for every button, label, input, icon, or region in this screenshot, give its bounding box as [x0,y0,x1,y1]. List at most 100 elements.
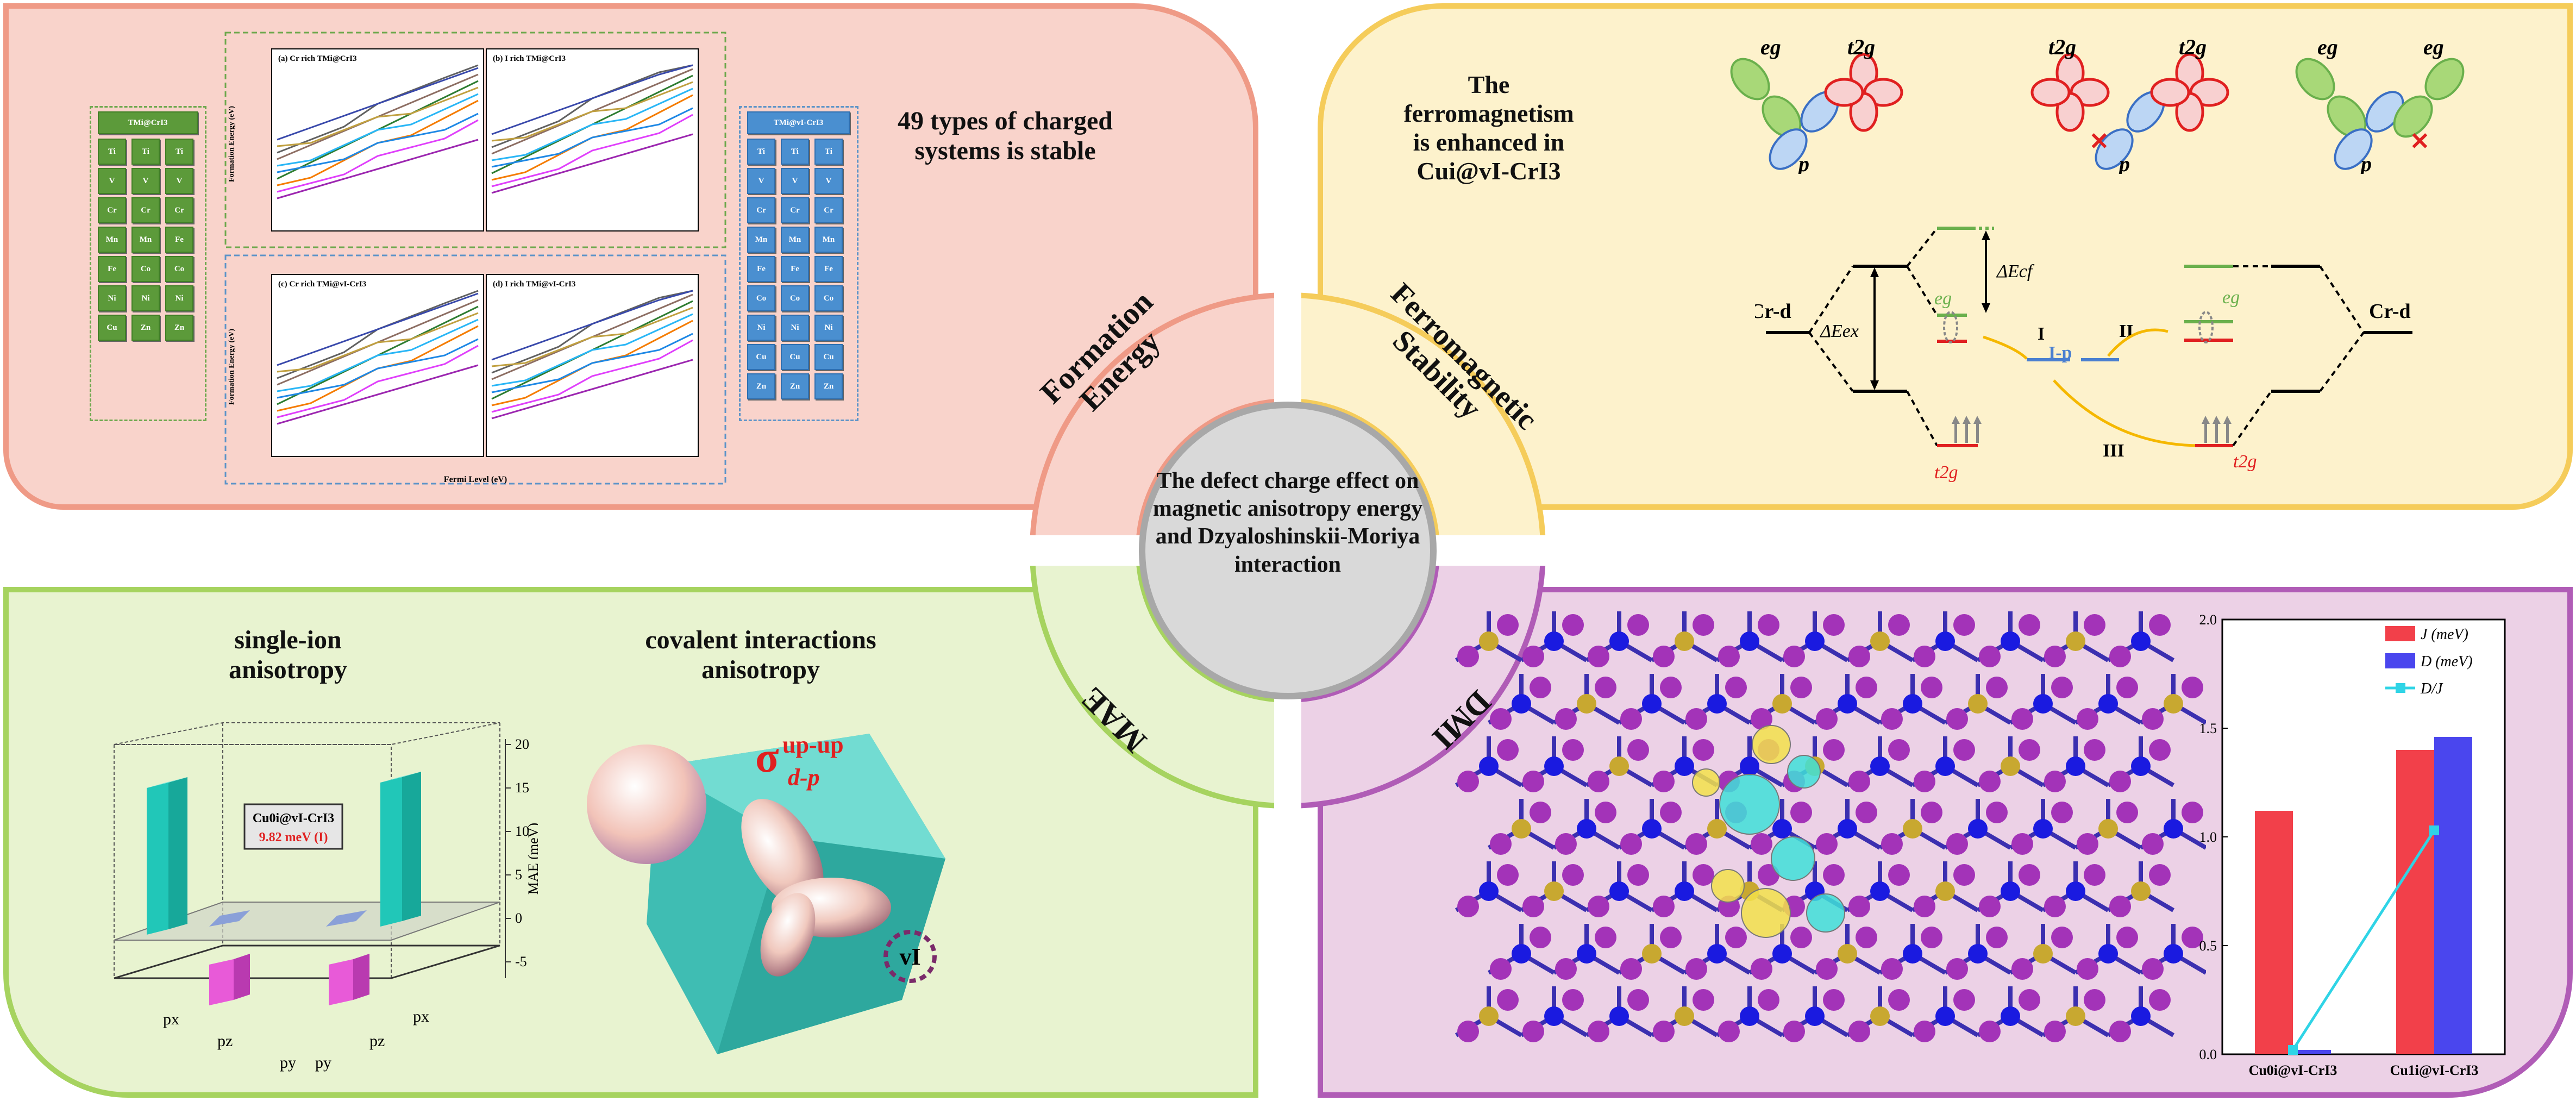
tile-right-13: Fe [781,256,809,282]
tile-right-7: Cr [781,197,809,223]
cr-atom-51 [1935,881,1955,901]
iodine-atom-0 [1497,614,1519,636]
cr-atom-30 [2001,756,2020,776]
iodine-atom-56 [1595,927,1616,948]
fe-curve-3-9 [491,290,693,361]
iodine-atom-1 [1562,614,1584,636]
charge-density-4 [1806,893,1845,933]
orbital-label-8: p [2359,152,2372,174]
charge-density-2 [1771,836,1815,881]
dmi-ytick-3: 1.5 [2199,721,2217,736]
fe-curve-0-8 [277,86,479,147]
tile-left-15: Ni [98,285,126,311]
tile-left-14: Co [165,256,193,282]
mae-ztick-1: 15 [515,780,529,796]
cross-icon-1: ✕ [2089,128,2109,155]
iodine-atom-60 [1856,927,1877,948]
dmi-xtick-0: Cu0i@vI-CrI3 [2249,1062,2337,1078]
iodine-atom-b-39 [1881,833,1903,855]
iodine-atom-21 [2182,677,2203,698]
fe-curve-2-5 [277,318,479,392]
ferromagnetic-stability-tab [1285,292,1546,553]
iodine-atom-34 [1595,802,1616,823]
iodine-atom-73 [1953,989,1975,1011]
t2g-orbital-3 [2150,53,2229,132]
iodine-atom-42 [2116,802,2138,823]
iodine-atom-b-13 [1620,708,1642,730]
iodine-atom-2 [1627,614,1649,636]
cr-atom-45 [1544,881,1564,901]
tile-right-23: Cu [814,344,843,370]
axis-px-1: px [163,1010,179,1028]
iodine-atom-b-40 [1946,833,1968,855]
cr-atom-22 [1479,756,1499,776]
ip-label: I-p [2048,343,2072,363]
cr-atom-64 [2098,944,2118,964]
iodine-atom-b-32 [2109,771,2131,792]
fe-curve-2-0 [277,364,479,425]
tile-left-16: Ni [131,285,160,311]
tile-left-7: Cr [131,197,160,223]
crystal-structure [1455,611,2206,1042]
iodine-atom-b-45 [1522,896,1544,917]
fe-curve-3-8 [491,306,693,367]
path-III: III [2103,441,2124,461]
iodine-atom-6 [1888,614,1910,636]
tile-right-6: Cr [747,197,775,223]
iodine-atom-7 [1953,614,1975,636]
iodine-atom-b-74 [1979,1021,2001,1042]
fe-ylabel-top: Formation Energy (eV) [228,106,236,182]
iodine-atom-9 [2084,614,2105,636]
iodine-atom-b-15 [1751,708,1772,730]
axis-py-1: py [280,1054,296,1072]
iodine-atom-b-57 [1620,958,1642,980]
cr-atom-69 [1675,1006,1694,1026]
iodine-atom-b-71 [1783,1021,1805,1042]
iodine-atom-b-35 [1620,833,1642,855]
tile-box-right [739,106,858,421]
center-circle [1139,402,1437,699]
tile-right-11: Mn [814,227,843,253]
iodine-atom-38 [1856,802,1877,823]
iodine-atom-b-54 [2109,896,2131,917]
iodine-atom-17 [1921,677,1942,698]
iodine-atom-b-11 [1490,708,1512,730]
iodine-atom-b-31 [2044,771,2066,792]
iodine-atom-22 [1497,739,1519,761]
cr-atom-0 [1479,631,1499,651]
iodine-atom-37 [1790,802,1812,823]
tile-left-19: Zn [131,315,160,341]
iodine-atom-b-61 [1881,958,1903,980]
dmi-legend-label-1: D (meV) [2420,653,2473,670]
dmi-legend-marker [2396,683,2405,693]
dmi-tab [1285,548,1546,809]
iodine-atom-b-0 [1457,646,1479,667]
cr-atom-4 [1740,631,1759,651]
dmi-ytick-2: 1.0 [2199,829,2217,845]
cr-atom-44 [1479,881,1499,901]
mae-zlabel: MAE (meV) [525,823,538,894]
fe-curve-2-4 [277,338,479,399]
tile-right-8: Cr [814,197,843,223]
fe-curve-1-5 [491,87,693,161]
iodine-atom-49 [1823,864,1845,886]
tile-left-18: Cu [98,315,126,341]
iodine-atom-66 [1497,989,1519,1011]
iodine-atom-b-64 [2077,958,2098,980]
tile-right-20: Ni [814,315,843,341]
iodine-atom-65 [2182,927,2203,948]
iodine-atom-b-58 [1685,958,1707,980]
iodine-atom-74 [2019,989,2040,1011]
cr-atom-14 [1707,694,1727,714]
cr-atom-65 [2164,944,2183,964]
tile-left-9: Mn [98,227,126,253]
fe-curve-0-5 [277,93,479,167]
tile-right-4: V [781,168,809,194]
iodine-atom-57 [1660,927,1682,948]
iodine-atom-b-4 [1718,646,1740,667]
iodine-atom-b-41 [2011,833,2033,855]
iodine-atom-27 [1823,739,1845,761]
dmi-ytick-0: 0.0 [2199,1047,2217,1062]
iodine-atom-b-50 [1848,896,1870,917]
